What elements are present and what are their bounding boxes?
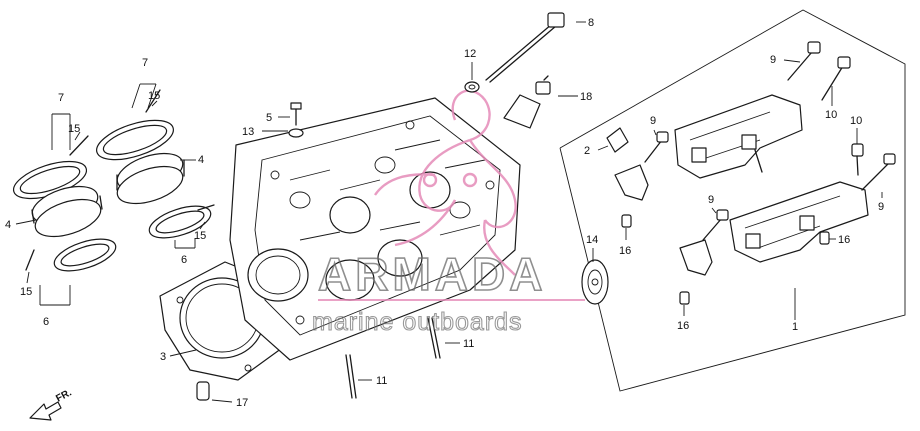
callout-labels: 1 2 3 4 4 5 6 6 7 7 8 9 9 9 9 10 10 11 1…: [5, 17, 884, 409]
callout-5: 5: [266, 112, 272, 124]
callout-13: 13: [242, 126, 254, 138]
front-direction-arrow: FR.: [29, 387, 74, 421]
callout-16a: 16: [619, 245, 631, 257]
rocker-holder-lower: [729, 181, 869, 263]
callout-3: 3: [160, 351, 166, 363]
callout-4a: 4: [198, 154, 204, 166]
callout-14: 14: [586, 234, 598, 246]
callout-17: 17: [236, 397, 248, 409]
callout-6b: 6: [43, 316, 49, 328]
front-direction-label: FR.: [54, 387, 74, 404]
callout-7b: 7: [58, 92, 64, 104]
callout-9b: 9: [650, 115, 656, 127]
brand-octopus-mark: [374, 89, 517, 276]
assembly-boundary: [559, 9, 906, 392]
callout-11a: 11: [463, 338, 474, 350]
watermark-tagline: marine outboards: [312, 308, 523, 336]
callout-9d: 9: [878, 201, 884, 213]
camshaft-gear: [581, 259, 609, 305]
callout-15b: 15: [68, 123, 80, 135]
callout-16b: 16: [677, 320, 689, 332]
callout-11b: 11: [376, 375, 387, 387]
watermark-brand: ARMADA: [318, 248, 546, 300]
callout-18: 18: [580, 91, 592, 103]
callout-12: 12: [464, 48, 476, 60]
callout-1: 1: [792, 321, 798, 333]
callout-10a: 10: [825, 109, 837, 121]
callout-4b: 4: [5, 219, 11, 231]
intake-clamps-group: [12, 89, 215, 272]
callout-9a: 9: [770, 54, 776, 66]
callout-6a: 6: [181, 254, 187, 266]
callout-16c: 16: [838, 234, 850, 246]
cylinder-head: [229, 97, 521, 361]
callout-10b: 10: [850, 115, 862, 127]
rocker-holder-upper: [674, 94, 803, 179]
callout-15c: 15: [194, 230, 206, 242]
leader-lines: [15, 21, 883, 403]
callout-2: 2: [584, 145, 590, 157]
spark-plug: [503, 75, 551, 129]
callout-7a: 7: [142, 57, 148, 69]
callout-15d: 15: [20, 286, 32, 298]
callout-15a: 15: [148, 90, 160, 102]
callout-8: 8: [588, 17, 594, 29]
callout-9c: 9: [708, 194, 714, 206]
